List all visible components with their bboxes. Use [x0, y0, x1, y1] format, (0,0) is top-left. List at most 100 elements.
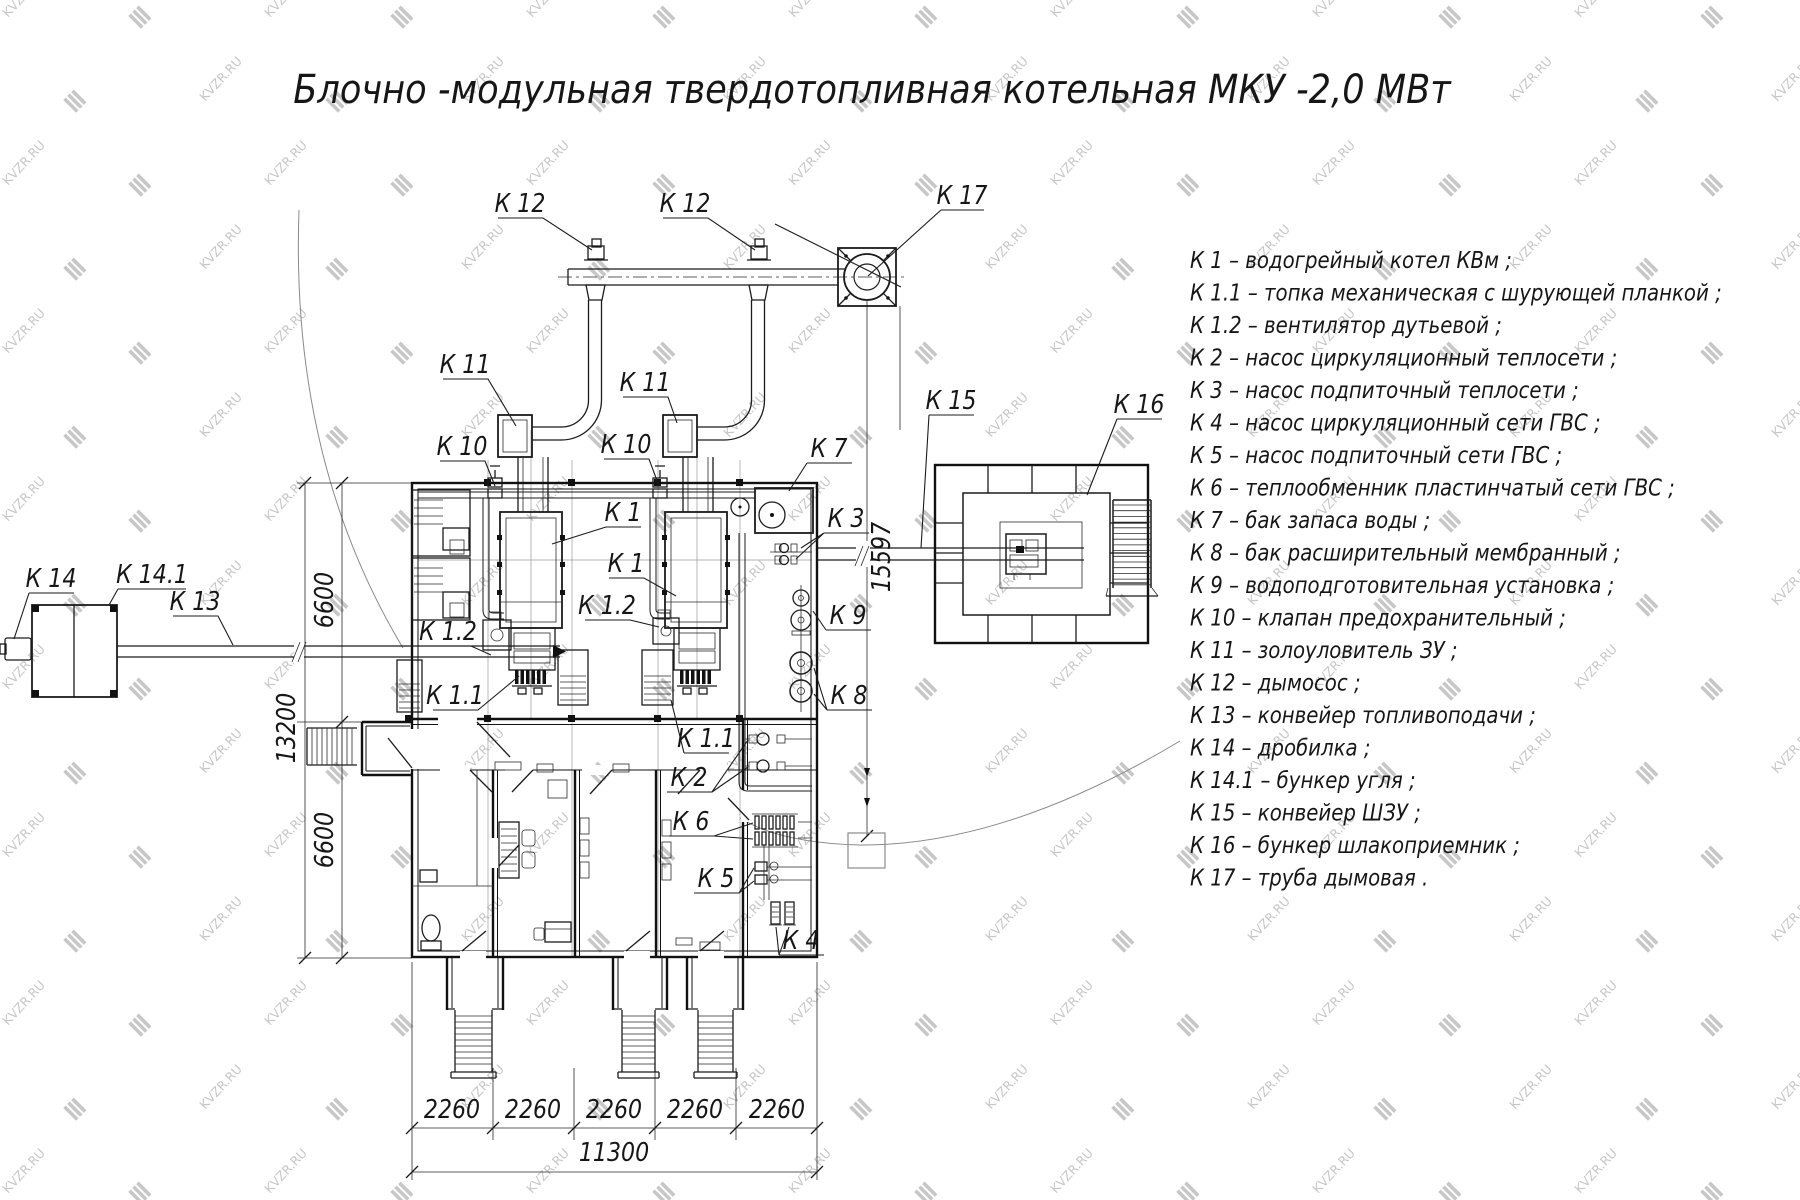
legend-item: К 4 – насос циркуляционный сети ГВС ; [1190, 410, 1601, 437]
watermark-brick-icon [914, 173, 938, 197]
page-title: Блочно -модульная твердотопливная котель… [293, 66, 1452, 113]
legend-item: К 16 – бункер шлакоприемник ; [1190, 832, 1520, 859]
watermark-brick-icon [1111, 593, 1135, 617]
part-label-k12f-left: К 1.2 [419, 616, 477, 646]
watermark-text: KVZR.RU [1506, 1061, 1555, 1112]
watermark-brick-icon [1438, 1181, 1462, 1200]
watermark-brick-icon [914, 341, 938, 365]
watermark-text: KVZR.RU [1768, 221, 1800, 272]
watermark-brick-icon [1438, 509, 1462, 533]
watermark-text: KVZR.RU [523, 305, 572, 356]
watermark-text: KVZR.RU [785, 1145, 834, 1196]
watermark-text: KVZR.RU [0, 809, 48, 860]
watermark-brick-icon [390, 5, 414, 29]
watermark-brick-icon [849, 761, 873, 785]
watermark-text: KVZR.RU [0, 473, 48, 524]
watermark-brick-icon [652, 677, 676, 701]
fan-k12-left [482, 611, 512, 651]
watermark-brick-icon [325, 425, 349, 449]
watermark-text: KVZR.RU [982, 725, 1031, 776]
watermark-text: KVZR.RU [982, 893, 1031, 944]
watermark-text: KVZR.RU [523, 809, 572, 860]
part-label-k2: К 2 [671, 762, 708, 792]
watermark-brick-icon [914, 5, 938, 29]
slag-conveyor-k15 [818, 541, 1084, 567]
part-label-k12f-right: К 1.2 [578, 590, 636, 620]
watermark-text: KVZR.RU [196, 1061, 245, 1112]
watermark-brick-icon [325, 1097, 349, 1121]
part-label-k1-right: К 1 [608, 548, 645, 578]
part-label-k10-left: К 10 [437, 431, 488, 461]
flue-duct [532, 238, 905, 441]
pumps-k5 [754, 845, 812, 900]
watermark-text: KVZR.RU [1047, 0, 1096, 20]
room-fixtures [419, 761, 721, 951]
watermark-text: KVZR.RU [1506, 53, 1555, 104]
watermark-brick-icon [1635, 593, 1659, 617]
watermark-brick-icon [1635, 929, 1659, 953]
part-label-k16: К 16 [1114, 389, 1165, 419]
part-label-k12-left: К 12 [495, 188, 546, 218]
watermark-brick-icon [652, 1013, 676, 1037]
watermark-text: KVZR.RU [196, 389, 245, 440]
watermark-text: KVZR.RU [1047, 473, 1096, 524]
legend-item: К 8 – бак расширительный мембранный ; [1190, 540, 1621, 567]
watermark-brick-icon [1176, 173, 1200, 197]
legend-item: К 14.1 – бункер угля ; [1190, 767, 1416, 794]
watermark-text: KVZR.RU [785, 977, 834, 1028]
heat-pipes [418, 465, 812, 792]
watermark-brick-icon [1438, 5, 1462, 29]
watermark-brick-icon [63, 761, 87, 785]
watermark-text: KVZR.RU [1047, 809, 1096, 860]
watermark-text: KVZR.RU [196, 893, 245, 944]
watermark-text: KVZR.RU [1571, 1145, 1620, 1196]
watermark-brick-icon [390, 341, 414, 365]
watermark-brick-icon [390, 509, 414, 533]
watermark-text: KVZR.RU [261, 1145, 310, 1196]
part-label-k9: К 9 [830, 600, 867, 630]
watermark-text: KVZR.RU [1768, 557, 1800, 608]
watermark-brick-icon [63, 929, 87, 953]
watermark-brick-icon [325, 929, 349, 953]
legend-item: К 14 – дробилка ; [1190, 735, 1371, 762]
watermark-brick-icon [128, 845, 152, 869]
legend-item: К 15 – конвейер ШЗУ ; [1190, 800, 1421, 827]
dimension-text: 2260 [667, 1094, 723, 1124]
watermark-brick-icon [914, 1013, 938, 1037]
watermark-brick-icon [587, 929, 611, 953]
dimension-text: 11300 [579, 1137, 649, 1167]
legend-item: К 2 – насос циркуляционный теплосети ; [1190, 345, 1617, 372]
watermark-brick-icon [63, 1097, 87, 1121]
watermark-text: KVZR.RU [1768, 893, 1800, 944]
watermark-text: KVZR.RU [1506, 893, 1555, 944]
dimension-text: 15597 [866, 521, 896, 592]
watermark-brick-icon [128, 509, 152, 533]
legend-item: К 1 – водогрейный котел КВм ; [1190, 247, 1512, 274]
legend-item: К 5 – насос подпиточный сети ГВС ; [1190, 442, 1562, 469]
plan-geometry [0, 209, 1181, 1180]
legend-item: К 1.1 – топка механическая с шурующей пл… [1190, 280, 1722, 307]
part-label-k141: К 14.1 [116, 559, 188, 589]
drawing-title: Блочно -модульная твердотопливная котель… [293, 66, 1452, 113]
watermark-text: KVZR.RU [0, 1145, 48, 1196]
watermark-text: KVZR.RU [720, 893, 769, 944]
watermark-brick-icon [1700, 677, 1724, 701]
watermark-text: KVZR.RU [523, 977, 572, 1028]
slag-bunker-k16 [933, 463, 1159, 645]
part-label-k11s-left: К 1.1 [426, 680, 484, 710]
watermark-brick-icon [652, 1181, 676, 1200]
watermark-brick-icon [1635, 425, 1659, 449]
watermark-text: KVZR.RU [261, 137, 310, 188]
watermark-brick-icon [390, 677, 414, 701]
porches [445, 957, 745, 1079]
watermark-text: KVZR.RU [261, 809, 310, 860]
watermark-text: KVZR.RU [1768, 53, 1800, 104]
watermark-text: KVZR.RU [261, 0, 310, 20]
watermark-text: KVZR.RU [1571, 641, 1620, 692]
watermark-text: KVZR.RU [982, 389, 1031, 440]
watermark-text: KVZR.RU [1571, 809, 1620, 860]
watermark-text: KVZR.RU [196, 53, 245, 104]
